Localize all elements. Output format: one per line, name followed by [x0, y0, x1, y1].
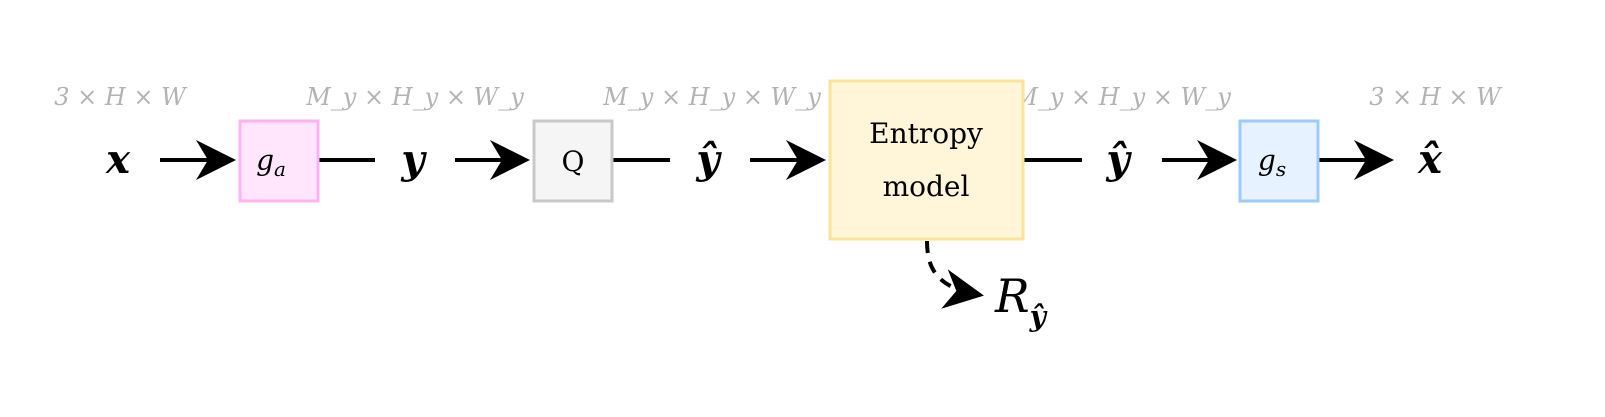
entropy-block-label-line2: model: [883, 170, 970, 203]
synthesis-block-subscript: s: [1276, 157, 1286, 181]
latent-dims-label-1: M_y × H_y × W_y: [305, 83, 524, 111]
analysis-transform-block: ga: [238, 119, 320, 203]
latent-dims-label-2: M_y × H_y × W_y: [602, 83, 821, 111]
quantized-y-hat-symbol-2: ŷ: [1105, 136, 1132, 183]
latent-dims-label-3: M_y × H_y × W_y: [1012, 83, 1231, 111]
synthesis-transform-block: gs: [1238, 119, 1320, 203]
svg-text:ga: ga: [256, 144, 286, 181]
svg-text:gs: gs: [1258, 144, 1286, 181]
svg-text:Rŷ: Rŷ: [994, 269, 1048, 333]
reconstruction-x-hat-symbol: x̂: [1417, 136, 1443, 183]
input-x-symbol: x: [105, 136, 131, 183]
output-dims-label: 3 × H × W: [1369, 83, 1503, 111]
quantizer-block-label: Q: [562, 145, 585, 178]
entropy-model-block: Entropy model: [828, 79, 1025, 241]
latent-y-symbol: y: [400, 136, 427, 183]
quantizer-block: Q: [532, 119, 614, 203]
entropy-block-label-line1: Entropy: [869, 117, 983, 150]
analysis-block-subscript: a: [274, 157, 286, 181]
rate-subscript: ŷ: [1029, 300, 1048, 333]
rate-symbol: R: [994, 269, 1030, 323]
analysis-block-label: g: [256, 144, 274, 177]
quantized-y-hat-symbol-1: ŷ: [695, 136, 722, 183]
rate-dashed-arrow: [925, 240, 984, 309]
input-dims-label: 3 × H × W: [54, 83, 188, 111]
synthesis-block-label: g: [1258, 144, 1276, 177]
